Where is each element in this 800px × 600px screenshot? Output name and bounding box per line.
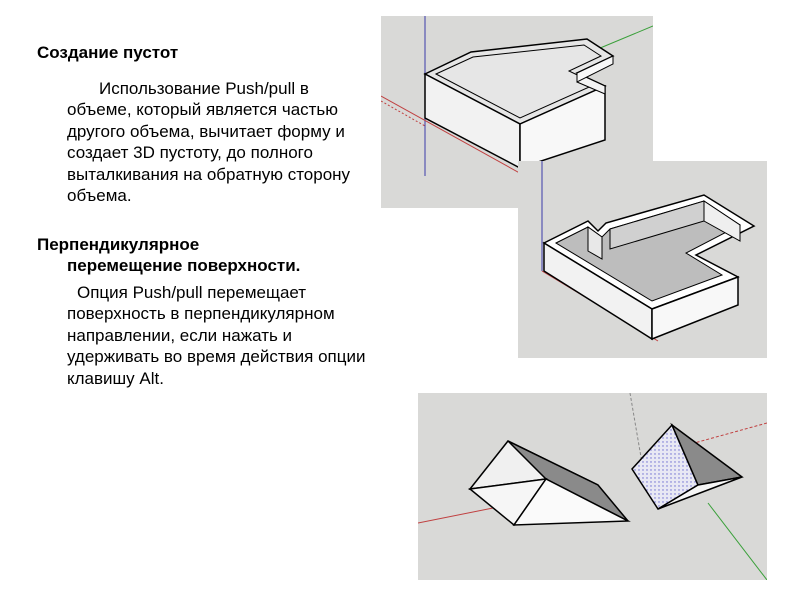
section2-heading-line2: перемещение поверхности. bbox=[67, 256, 301, 275]
screenshot-prisms bbox=[418, 393, 767, 580]
l-solid-drawing bbox=[381, 16, 653, 197]
section2-body: Опция Push/pull перемещает поверхность в… bbox=[67, 282, 366, 388]
screenshot-l-solid bbox=[381, 16, 653, 208]
front-right-face bbox=[519, 84, 606, 170]
hollow-shell-drawing bbox=[541, 161, 756, 342]
slide-text: Создание пустот Использование Push/pull … bbox=[37, 42, 377, 389]
right-prism-side bbox=[657, 476, 743, 510]
section1-body: Использование Push/pull в объеме, которы… bbox=[67, 78, 351, 206]
shell-front-right bbox=[651, 275, 739, 341]
section1-heading: Создание пустот bbox=[37, 43, 179, 62]
left-prism-side bbox=[512, 478, 631, 526]
prisms-drawing bbox=[418, 393, 767, 580]
section2-heading: Перпендикулярное перемещение поверхности… bbox=[37, 234, 377, 277]
section2-heading-line1: Перпендикулярное bbox=[37, 234, 200, 254]
screenshot-hollow-shell bbox=[518, 161, 767, 358]
